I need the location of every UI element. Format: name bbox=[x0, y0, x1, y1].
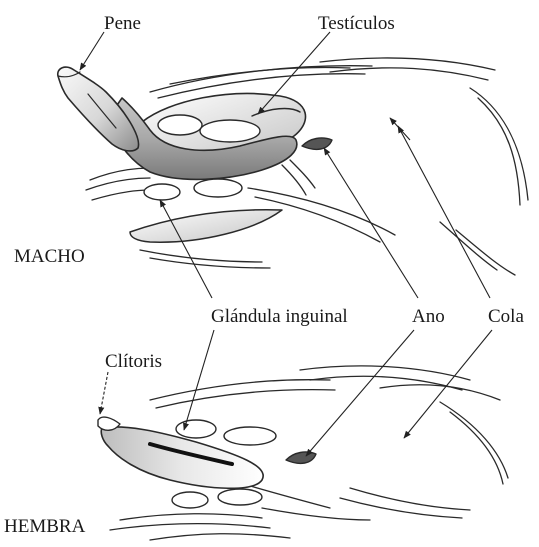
label-clitoris: Clítoris bbox=[105, 352, 162, 371]
female-inguinal-gland-2 bbox=[224, 427, 276, 445]
leader-cola-arrow-top bbox=[390, 118, 410, 140]
leader-pene bbox=[80, 32, 104, 70]
label-hembra: HEMBRA bbox=[4, 517, 85, 536]
testis-left bbox=[158, 115, 202, 135]
leader-cola-macho bbox=[398, 126, 490, 298]
male-inguinal-gland-2 bbox=[194, 179, 242, 197]
label-cola: Cola bbox=[488, 307, 524, 326]
label-pene: Pene bbox=[104, 14, 141, 33]
label-ano: Ano bbox=[412, 307, 445, 326]
female-lower-gland-2 bbox=[218, 489, 262, 505]
female-figure bbox=[98, 366, 508, 540]
leader-cola-hembra bbox=[404, 330, 492, 438]
label-glandula-inguinal: Glándula inguinal bbox=[211, 307, 348, 326]
leader-ano-macho bbox=[324, 148, 418, 298]
leader-lines bbox=[80, 32, 492, 456]
leader-glandula-hembra bbox=[184, 330, 214, 430]
female-inguinal-gland-1 bbox=[176, 420, 216, 438]
leader-ano-hembra bbox=[306, 330, 414, 456]
male-inguinal-gland-1 bbox=[144, 184, 180, 200]
female-lower-gland-1 bbox=[172, 492, 208, 508]
leader-clitoris bbox=[100, 372, 108, 414]
male-figure bbox=[58, 58, 528, 275]
male-anus bbox=[302, 138, 332, 149]
label-macho: MACHO bbox=[14, 247, 85, 266]
female-anus bbox=[286, 452, 316, 463]
testis-right bbox=[200, 120, 260, 142]
male-leg-fold bbox=[130, 210, 282, 242]
label-testiculos: Testículos bbox=[318, 14, 395, 33]
